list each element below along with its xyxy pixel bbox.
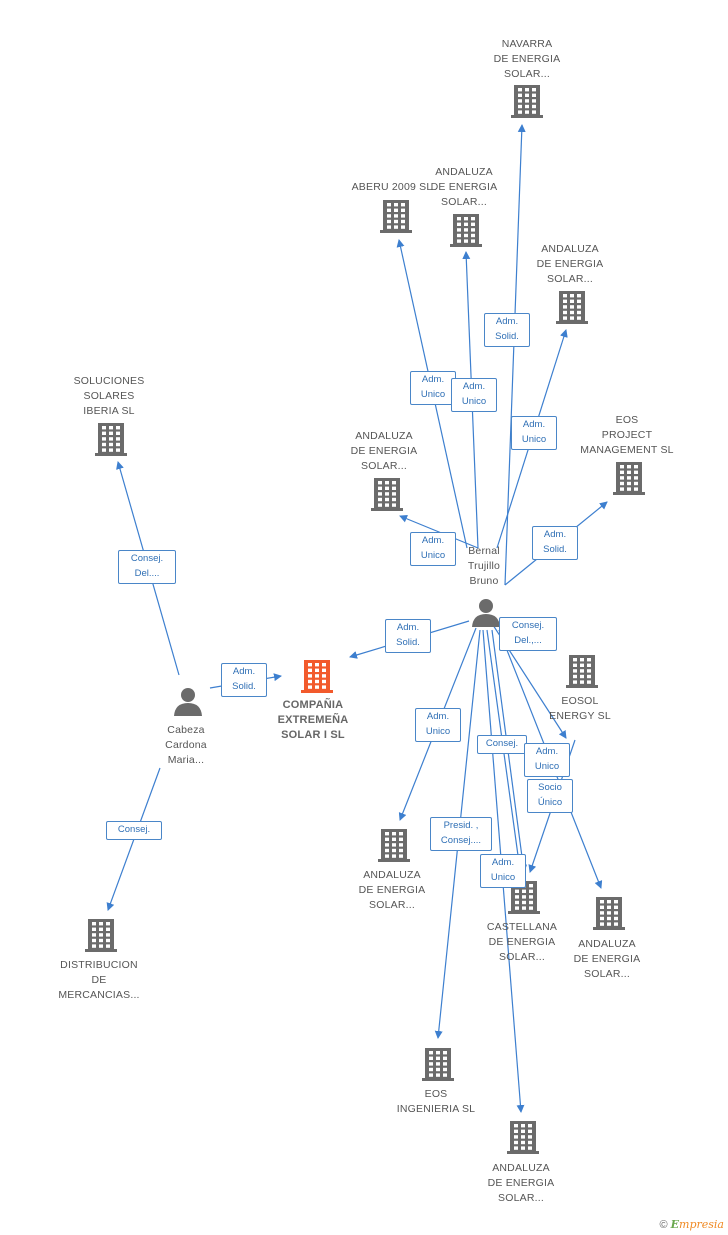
andaluza-d-building-icon[interactable] [378, 829, 410, 862]
edge-eosol-castellana-label[interactable]: Socio Único [527, 779, 573, 813]
copyright-symbol: © [659, 1219, 668, 1231]
andaluza-e-label[interactable]: ANDALUZA DE ENERGIA SOLAR... [573, 938, 641, 980]
eosol-building-icon[interactable] [566, 655, 598, 688]
soluciones-building-icon[interactable] [95, 423, 127, 456]
andaluza-d-label[interactable]: ANDALUZA DE ENERGIA SOLAR... [358, 869, 426, 911]
edge-bernal-andaluza-a-label[interactable]: Adm. Unico [451, 378, 497, 412]
andaluza-c-label[interactable]: ANDALUZA DE ENERGIA SOLAR... [350, 430, 418, 472]
edge-bernal-aberu-label[interactable]: Adm. Unico [410, 371, 456, 405]
eos-project-building-icon[interactable] [613, 462, 645, 495]
distribucion-building-icon[interactable] [85, 919, 117, 952]
compania-building-icon[interactable] [301, 660, 333, 693]
navarra-label[interactable]: NAVARRA DE ENERGIA SOLAR... [493, 38, 561, 80]
edge-bernal-navarra [504, 124, 526, 586]
andaluza-e-building-icon[interactable] [593, 897, 625, 930]
edge-bernal-andaluza-b-label[interactable]: Adm. Unico [511, 416, 557, 450]
edge-cabeza-soluciones-label[interactable]: Consej. Del.... [118, 550, 176, 584]
bernal-person-icon[interactable] [472, 599, 500, 627]
eosol-label[interactable]: EOSOL ENERGY SL [549, 695, 611, 722]
distribucion-label[interactable]: DISTRIBUCION DE MERCANCIAS... [58, 959, 140, 1001]
aberu-label[interactable]: ABERU 2009 SL [351, 181, 433, 193]
edge-cabeza-compania-label[interactable]: Adm. Solid. [221, 663, 267, 697]
soluciones-label[interactable]: SOLUCIONES SOLARES IBERIA SL [73, 375, 145, 417]
edge-bernal-andaluza-f-label[interactable]: Adm. Unico [480, 854, 526, 888]
edge-bernal-eosol-label[interactable]: Consej. Del.,... [499, 617, 557, 651]
andaluza-b-building-icon[interactable] [556, 291, 588, 324]
edge-bernal-navarra-label[interactable]: Adm. Solid. [484, 313, 530, 347]
footer-brand: © Empresia [659, 1218, 724, 1231]
edge-bernal-andaluza-c-label[interactable]: Adm. Unico [410, 532, 456, 566]
eos-project-label[interactable]: EOS PROJECT MANAGEMENT SL [580, 414, 674, 456]
edge-cabeza-distribucion-label[interactable]: Consej. [106, 821, 162, 840]
brand-logo: Empresia [670, 1218, 724, 1231]
andaluza-c-building-icon[interactable] [371, 478, 403, 511]
andaluza-f-label[interactable]: ANDALUZA DE ENERGIA SOLAR... [487, 1162, 555, 1204]
andaluza-a-building-icon[interactable] [450, 214, 482, 247]
edge-bernal-andaluza-d-label[interactable]: Adm. Unico [415, 708, 461, 742]
bernal-label[interactable]: Bernal Trujillo Bruno [467, 545, 501, 587]
castellana-label[interactable]: CASTELLANA DE ENERGIA SOLAR... [486, 921, 558, 963]
compania-label[interactable]: COMPAÑIA EXTREMEÑA SOLAR I SL [277, 699, 349, 741]
cabeza-person-icon[interactable] [174, 688, 202, 716]
eos-ingenieria-label[interactable]: EOS INGENIERIA SL [396, 1088, 476, 1115]
edge-bernal-eos-ingenieria-label[interactable]: Presid. , Consej.... [430, 817, 492, 851]
edge-bernal-compania-label[interactable]: Adm. Solid. [385, 619, 431, 653]
andaluza-a-label[interactable]: ANDALUZA DE ENERGIA SOLAR... [430, 166, 498, 208]
aberu-building-icon[interactable] [380, 200, 412, 233]
andaluza-f-building-icon[interactable] [507, 1121, 539, 1154]
edge-bernal-castellana-consej-label[interactable]: Consej. [477, 735, 527, 754]
eos-ingenieria-building-icon[interactable] [422, 1048, 454, 1081]
cabeza-label[interactable]: Cabeza Cardona Maria... [165, 724, 207, 766]
edge-bernal-eos-project-label[interactable]: Adm. Solid. [532, 526, 578, 560]
navarra-building-icon[interactable] [511, 85, 543, 118]
andaluza-b-label[interactable]: ANDALUZA DE ENERGIA SOLAR... [536, 243, 604, 285]
edge-bernal-castellana-adm-label[interactable]: Adm. Unico [524, 743, 570, 777]
